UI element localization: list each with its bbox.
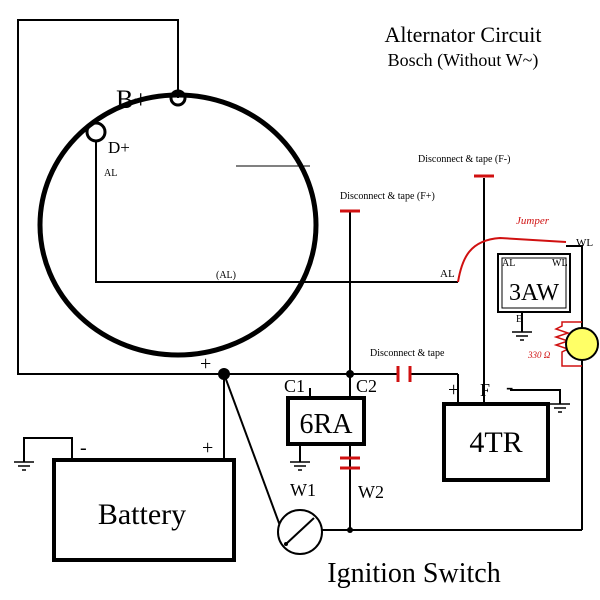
- relay-3aw-label: 3AW: [509, 280, 559, 306]
- regulator-4tr-minus: -: [506, 374, 513, 399]
- warning-lamp-icon: [565, 327, 599, 361]
- relay-3aw-e: E: [516, 314, 522, 325]
- regulator-4tr-label: 4TR: [469, 426, 522, 459]
- wire-4tr-ground: [510, 389, 561, 404]
- al-wire-label: (AL): [216, 270, 236, 281]
- junction-plus: +: [200, 353, 211, 375]
- wire-al: [95, 140, 458, 283]
- wire-b-plus-loop: [17, 19, 224, 375]
- wire-junction-switch: [223, 373, 287, 543]
- jumper-wire: [457, 236, 567, 283]
- alternator-body: [37, 92, 319, 358]
- regulator-4tr-f: F: [480, 380, 490, 400]
- relay-3aw-box: [497, 253, 571, 313]
- relay-6ra-w1: W1: [290, 480, 316, 500]
- wl-right-label: WL: [576, 237, 593, 249]
- relay-3aw-shadow: [501, 257, 567, 309]
- ground-icon: [14, 461, 34, 471]
- d-plus-label: D+: [108, 138, 130, 157]
- c2-node: [346, 370, 354, 378]
- wires: [17, 19, 583, 543]
- ground-icon: [512, 331, 532, 341]
- resistor-330: [553, 321, 582, 367]
- b-plus-terminal: [169, 89, 187, 107]
- note-disconnect-f-minus: Disconnect & tape (F-): [418, 154, 510, 165]
- battery-plus: +: [202, 437, 213, 459]
- title-line-1: Alternator Circuit: [384, 22, 541, 47]
- battery-label: Battery: [98, 498, 186, 531]
- ground-icon: [290, 461, 310, 471]
- junction-node: [218, 368, 230, 380]
- ignition-switch-blade: [285, 517, 315, 545]
- wire-battery-ground: [23, 437, 73, 462]
- note-disconnect-f-plus: Disconnect & tape (F+): [340, 191, 435, 202]
- wire-wl-lamp: [566, 245, 583, 320]
- relay-6ra-label: 6RA: [300, 409, 354, 440]
- battery-minus: -: [80, 437, 87, 459]
- ignition-switch-label: Ignition Switch: [327, 558, 500, 589]
- regulator-4tr-box: [442, 402, 550, 482]
- relay-6ra-w2: W2: [358, 482, 384, 502]
- relay-6ra-c2: C2: [356, 376, 377, 396]
- relay-6ra-c1: C1: [284, 376, 305, 396]
- relay-6ra-box: [286, 396, 366, 446]
- b-plus-label: B+: [116, 85, 148, 114]
- title-line-2: Bosch (Without W~): [388, 50, 539, 71]
- relay-3aw-al: AL: [502, 258, 515, 269]
- resistor-label: 330 Ω: [527, 350, 551, 360]
- al-inside-label: AL: [104, 168, 117, 179]
- ignition-switch-contact: [284, 542, 288, 546]
- ground-icon: [550, 403, 570, 413]
- al-right-label: AL: [440, 268, 455, 280]
- regulator-4tr-plus: +: [448, 379, 459, 401]
- bus-node: [347, 527, 353, 533]
- note-disconnect: Disconnect & tape: [370, 348, 445, 359]
- battery-box: [52, 458, 236, 562]
- relay-3aw-wl: WL: [552, 258, 568, 269]
- jumper-label: Jumper: [516, 215, 550, 227]
- d-plus-terminal: [85, 121, 107, 143]
